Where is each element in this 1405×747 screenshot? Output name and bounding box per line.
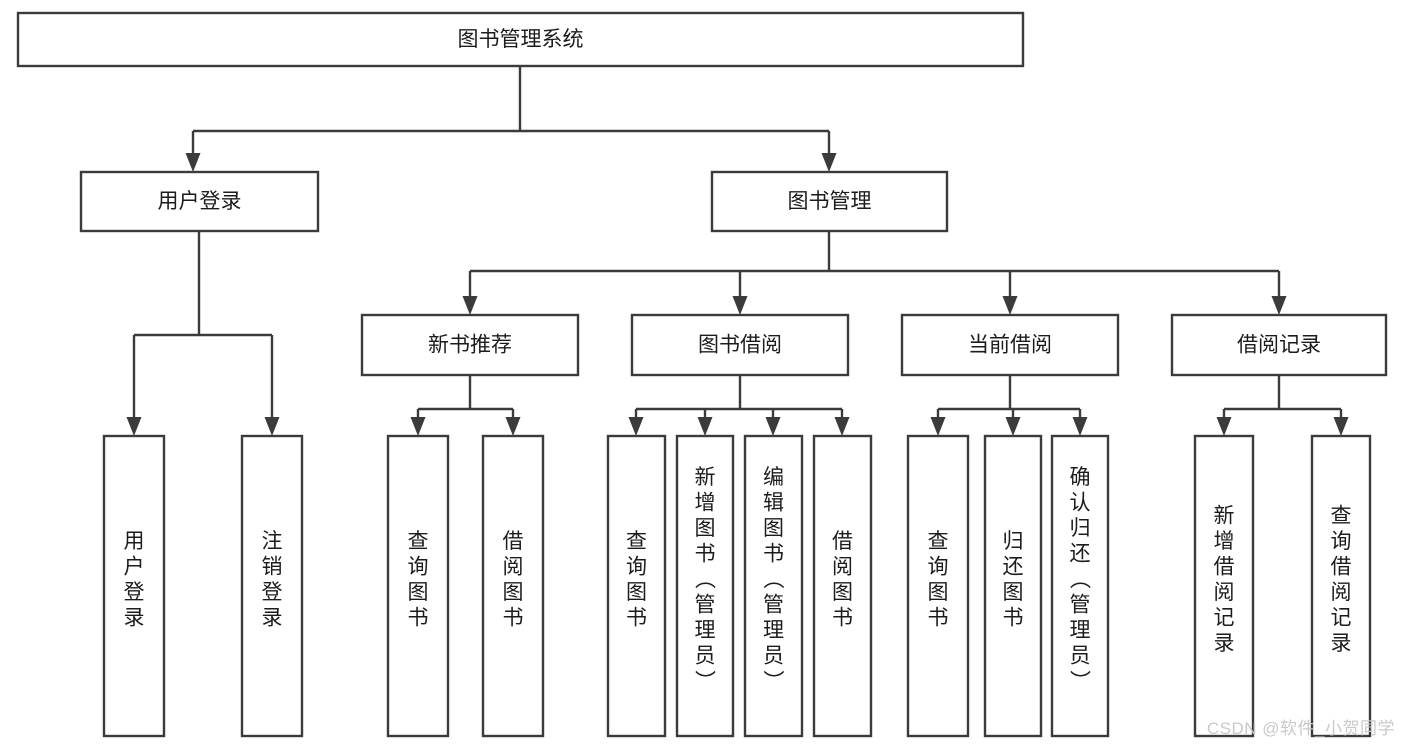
node-box-current <box>900 313 1120 377</box>
node-box-leaf-return-book <box>983 434 1043 738</box>
arrow-leaf-query-book-1-head <box>410 417 426 436</box>
node-leaf-query-record: 查询借阅记录 <box>1310 434 1372 738</box>
node-box-root <box>16 11 1025 68</box>
arrow-records-head <box>1271 296 1287 315</box>
node-leaf-query-book-1: 查询图书 <box>386 434 450 738</box>
node-current: 当前借阅 <box>900 313 1120 377</box>
arrow-leaf-borrow-book-1-head <box>505 417 521 436</box>
node-label-current: 当前借阅 <box>968 334 1052 357</box>
node-box-leaf-query-book-2 <box>606 434 667 738</box>
node-box-leaf-add-book <box>675 434 735 738</box>
node-box-leaf-query-book-1 <box>386 434 450 738</box>
node-label-leaf-query-book-2: 查询图书 <box>626 530 647 630</box>
node-label-leaf-edit-book: 编辑图书（管理员） <box>763 466 785 693</box>
node-root: 图书管理系统 <box>16 11 1025 68</box>
node-borrow: 图书借阅 <box>630 313 850 377</box>
node-label-borrow: 图书借阅 <box>698 334 782 357</box>
node-leaf-return-book: 归还图书 <box>983 434 1043 738</box>
connector-lines <box>126 66 1349 436</box>
node-newbook: 新书推荐 <box>360 313 580 377</box>
node-label-login: 用户登录 <box>158 190 242 213</box>
arrow-leaf-query-book-3-head <box>930 417 946 436</box>
node-leaf-borrow-book-1: 借阅图书 <box>481 434 545 738</box>
node-label-leaf-user-login: 用户登录 <box>124 530 145 630</box>
node-records: 借阅记录 <box>1170 313 1388 377</box>
node-box-leaf-edit-book <box>743 434 804 738</box>
csdn-watermark: CSDN @软件_小贺同学 <box>1206 719 1395 738</box>
node-bookmgmt: 图书管理 <box>710 170 949 233</box>
node-box-leaf-query-book-3 <box>906 434 970 738</box>
node-box-borrow <box>630 313 850 377</box>
diagram-nodes: 图书管理系统用户登录图书管理新书推荐图书借阅当前借阅借阅记录用户登录注销登录查询… <box>16 11 1388 738</box>
arrow-leaf-borrow-book-2-head <box>834 417 850 436</box>
node-box-leaf-borrow-book-2 <box>812 434 873 738</box>
arrow-leaf-confirm-return-head <box>1072 417 1088 436</box>
node-box-leaf-query-record <box>1310 434 1372 738</box>
arrow-leaf-edit-book-head <box>765 417 781 436</box>
node-leaf-user-login: 用户登录 <box>102 434 166 738</box>
node-box-leaf-user-logout <box>240 434 304 738</box>
arrow-leaf-add-book-head <box>697 417 713 436</box>
node-box-leaf-confirm-return <box>1050 434 1110 738</box>
node-box-login <box>79 170 320 233</box>
arrow-leaf-add-record-head <box>1216 417 1232 436</box>
node-login: 用户登录 <box>79 170 320 233</box>
node-label-newbook: 新书推荐 <box>428 334 512 357</box>
arrow-bookmgmt-head <box>821 153 837 172</box>
node-label-records: 借阅记录 <box>1237 334 1321 357</box>
arrow-leaf-query-book-2-head <box>628 417 644 436</box>
node-leaf-add-record: 新增借阅记录 <box>1193 434 1255 738</box>
node-leaf-query-book-3: 查询图书 <box>906 434 970 738</box>
arrow-borrow-head <box>732 296 748 315</box>
node-label-leaf-query-book-1: 查询图书 <box>408 530 429 630</box>
node-leaf-query-book-2: 查询图书 <box>606 434 667 738</box>
arrow-leaf-query-record-head <box>1333 417 1349 436</box>
node-label-leaf-user-logout: 注销登录 <box>262 530 283 630</box>
node-leaf-confirm-return: 确认归还（管理员） <box>1050 434 1110 738</box>
arrow-leaf-user-login-head <box>126 417 142 436</box>
node-leaf-user-logout: 注销登录 <box>240 434 304 738</box>
node-label-leaf-query-record: 查询借阅记录 <box>1331 504 1352 655</box>
node-label-leaf-return-book: 归还图书 <box>1003 530 1024 630</box>
node-box-leaf-borrow-book-1 <box>481 434 545 738</box>
node-box-newbook <box>360 313 580 377</box>
node-label-bookmgmt: 图书管理 <box>788 190 872 213</box>
arrow-leaf-user-logout-head <box>264 417 280 436</box>
arrow-leaf-return-book-head <box>1005 417 1021 436</box>
arrow-newbook-head <box>462 296 478 315</box>
node-leaf-edit-book: 编辑图书（管理员） <box>743 434 804 738</box>
node-box-bookmgmt <box>710 170 949 233</box>
node-box-records <box>1170 313 1388 377</box>
node-label-root: 图书管理系统 <box>458 28 584 51</box>
node-box-leaf-add-record <box>1193 434 1255 738</box>
node-label-leaf-confirm-return: 确认归还（管理员） <box>1070 466 1092 693</box>
node-label-leaf-add-book: 新增图书（管理员） <box>695 466 717 693</box>
arrow-current-head <box>1002 296 1018 315</box>
node-leaf-borrow-book-2: 借阅图书 <box>812 434 873 738</box>
node-label-leaf-query-book-3: 查询图书 <box>928 530 949 630</box>
arrow-login-head <box>185 153 201 172</box>
node-label-leaf-borrow-book-1: 借阅图书 <box>503 530 524 630</box>
node-leaf-add-book: 新增图书（管理员） <box>675 434 735 738</box>
node-box-leaf-user-login <box>102 434 166 738</box>
node-label-leaf-borrow-book-2: 借阅图书 <box>832 530 853 630</box>
node-label-leaf-add-record: 新增借阅记录 <box>1214 504 1235 655</box>
